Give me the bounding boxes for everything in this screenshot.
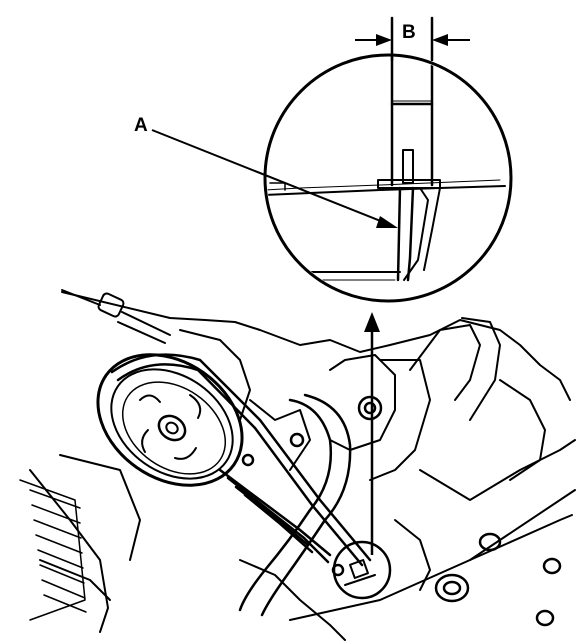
leader-a <box>151 129 398 228</box>
drive-belt <box>110 353 372 567</box>
dimension-b-arrows <box>355 34 470 46</box>
detail-circle-small <box>332 540 392 600</box>
crankshaft-pulley <box>96 353 244 487</box>
magnified-contents <box>267 57 506 282</box>
label-b: B <box>402 22 416 43</box>
washers <box>434 532 562 627</box>
hatched-housing <box>19 479 87 621</box>
magnify-arrow <box>364 312 380 555</box>
engine-block <box>29 291 576 641</box>
cable-rod <box>61 289 171 344</box>
magnified-detail-circle <box>263 53 513 303</box>
coolant-hose <box>238 393 352 617</box>
tensioner-arm-extension <box>390 16 434 62</box>
tensioner-indicator <box>344 559 376 586</box>
label-a: A <box>134 115 148 136</box>
